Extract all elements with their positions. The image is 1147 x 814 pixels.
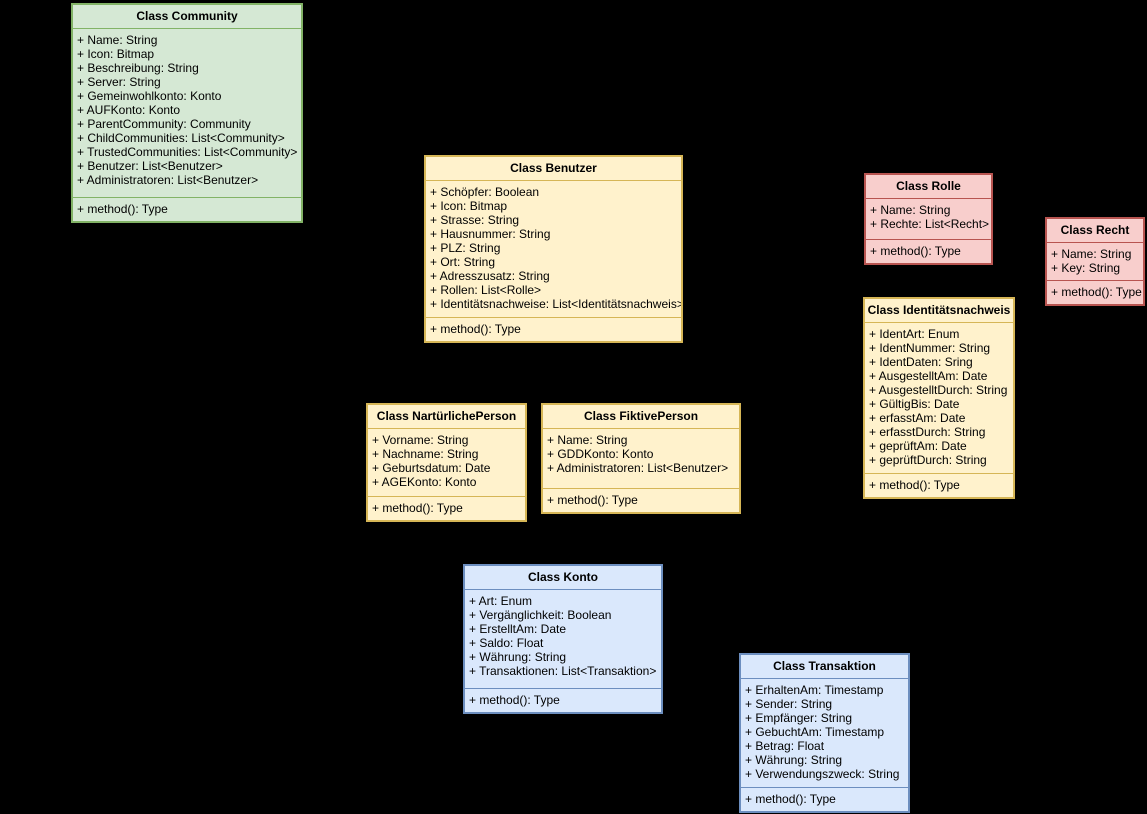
method-row: + method(): Type: [77, 202, 168, 216]
attribute-row: + Empfänger: String: [745, 711, 853, 725]
attribute-row: + Rollen: List<Rolle>: [430, 283, 542, 297]
attribute-row: + AusgestelltDurch: String: [869, 383, 1008, 397]
class-title: Class Benutzer: [426, 157, 681, 181]
class-box-nartuerliche-person[interactable]: Class NartürlichePerson+ Vorname: String…: [366, 403, 527, 522]
attribute-row: + Hausnummer: String: [430, 227, 551, 241]
methods-section: + method(): Type: [741, 787, 908, 811]
class-box-community[interactable]: Class Community+ Name: String+ Icon: Bit…: [71, 3, 303, 223]
attributes-section: + Schöpfer: Boolean+ Icon: Bitmap+ Stras…: [426, 181, 681, 317]
attribute-row: + IdentNummer: String: [869, 341, 991, 355]
attribute-row: + Art: Enum: [469, 594, 533, 608]
attribute-row: + ChildCommunities: List<Community>: [77, 131, 285, 145]
attribute-row: + Saldo: Float: [469, 636, 544, 650]
attribute-row: + erfasstAm: Date: [869, 411, 966, 425]
method-row: + method(): Type: [372, 501, 463, 515]
attribute-row: + Währung: String: [469, 650, 567, 664]
attribute-row: + Beschreibung: String: [77, 61, 199, 75]
attributes-section: + IdentArt: Enum+ IdentNummer: String+ I…: [865, 323, 1013, 473]
attribute-row: + Name: String: [547, 433, 628, 447]
attribute-row: + AUFKonto: Konto: [77, 103, 181, 117]
class-box-rolle[interactable]: Class Rolle+ Name: String+ Rechte: List<…: [864, 173, 993, 265]
method-row: + method(): Type: [547, 493, 638, 507]
class-box-benutzer[interactable]: Class Benutzer+ Schöpfer: Boolean+ Icon:…: [424, 155, 683, 343]
attribute-row: + ErstelltAm: Date: [469, 622, 567, 636]
attribute-row: + ErhaltenAm: Timestamp: [745, 683, 884, 697]
attribute-row: + Währung: String: [745, 753, 843, 767]
attribute-row: + Strasse: String: [430, 213, 520, 227]
methods-section: + method(): Type: [465, 688, 661, 712]
methods-section: + method(): Type: [368, 496, 525, 520]
attribute-row: + Verwendungszweck: String: [745, 767, 900, 781]
attribute-row: + Vorname: String: [372, 433, 469, 447]
attribute-row: + geprüftAm: Date: [869, 439, 967, 453]
attribute-row: + Icon: Bitmap: [77, 47, 155, 61]
class-title: Class Transaktion: [741, 655, 908, 679]
attribute-row: + TrustedCommunities: List<Community>: [77, 145, 298, 159]
attribute-row: + geprüftDurch: String: [869, 453, 987, 467]
attribute-row: + PLZ: String: [430, 241, 501, 255]
class-title: Class NartürlichePerson: [368, 405, 525, 429]
attribute-row: + Betrag: Float: [745, 739, 825, 753]
methods-section: + method(): Type: [73, 197, 301, 221]
method-row: + method(): Type: [745, 792, 836, 806]
class-title: Class FiktivePerson: [543, 405, 739, 429]
attribute-row: + IdentArt: Enum: [869, 327, 960, 341]
methods-section: + method(): Type: [865, 473, 1013, 497]
attributes-section: + ErhaltenAm: Timestamp+ Sender: String+…: [741, 679, 908, 787]
methods-section: + method(): Type: [543, 488, 739, 512]
attribute-row: + GDDKonto: Konto: [547, 447, 654, 461]
methods-section: + method(): Type: [1047, 280, 1143, 304]
attributes-section: + Vorname: String+ Nachname: String+ Geb…: [368, 429, 525, 496]
class-box-konto[interactable]: Class Konto+ Art: Enum+ Vergänglichkeit:…: [463, 564, 663, 714]
attribute-row: + Transaktionen: List<Transaktion>: [469, 664, 657, 678]
attribute-row: + GebuchtAm: Timestamp: [745, 725, 885, 739]
attribute-row: + Key: String: [1051, 261, 1121, 275]
attribute-row: + Vergänglichkeit: Boolean: [469, 608, 612, 622]
method-row: + method(): Type: [430, 322, 521, 336]
class-title: Class Identitätsnachweis: [865, 299, 1013, 323]
class-title: Class Rolle: [866, 175, 991, 199]
attributes-section: + Name: String+ Icon: Bitmap+ Beschreibu…: [73, 29, 301, 197]
attribute-row: + Server: String: [77, 75, 161, 89]
attribute-row: + AGEKonto: Konto: [372, 475, 477, 489]
attributes-section: + Name: String+ GDDKonto: Konto+ Adminis…: [543, 429, 739, 488]
class-box-fiktive-person[interactable]: Class FiktivePerson+ Name: String+ GDDKo…: [541, 403, 741, 514]
attribute-row: + Adresszusatz: String: [430, 269, 550, 283]
attribute-row: + Geburtsdatum: Date: [372, 461, 491, 475]
methods-section: + method(): Type: [866, 239, 991, 263]
attribute-row: + Gemeinwohlkonto: Konto: [77, 89, 222, 103]
attributes-section: + Name: String+ Rechte: List<Recht>: [866, 199, 991, 239]
attribute-row: + Name: String: [870, 203, 951, 217]
attribute-row: + Nachname: String: [372, 447, 479, 461]
class-box-transaktion[interactable]: Class Transaktion+ ErhaltenAm: Timestamp…: [739, 653, 910, 813]
attribute-row: + Schöpfer: Boolean: [430, 185, 540, 199]
methods-section: + method(): Type: [426, 317, 681, 341]
attribute-row: + Ort: String: [430, 255, 496, 269]
attribute-row: + Administratoren: List<Benutzer>: [77, 173, 259, 187]
attribute-row: + Identitätsnachweise: List<Identitätsna…: [430, 297, 681, 311]
attributes-section: + Art: Enum+ Vergänglichkeit: Boolean+ E…: [465, 590, 661, 688]
class-title: Class Community: [73, 5, 301, 29]
attribute-row: + Name: String: [1051, 247, 1132, 261]
attributes-section: + Name: String+ Key: String: [1047, 243, 1143, 280]
method-row: + method(): Type: [1051, 285, 1142, 299]
attribute-row: + Icon: Bitmap: [430, 199, 508, 213]
attribute-row: + GültigBis: Date: [869, 397, 960, 411]
attribute-row: + erfasstDurch: String: [869, 425, 986, 439]
attribute-row: + AusgestelltAm: Date: [869, 369, 988, 383]
attribute-row: + IdentDaten: Sring: [869, 355, 973, 369]
method-row: + method(): Type: [870, 244, 961, 258]
attribute-row: + Administratoren: List<Benutzer>: [547, 461, 729, 475]
class-title: Class Konto: [465, 566, 661, 590]
attribute-row: + Name: String: [77, 33, 158, 47]
attribute-row: + Rechte: List<Recht>: [870, 217, 990, 231]
attribute-row: + ParentCommunity: Community: [77, 117, 251, 131]
class-title: Class Recht: [1047, 219, 1143, 243]
attribute-row: + Sender: String: [745, 697, 833, 711]
method-row: + method(): Type: [869, 478, 960, 492]
class-box-recht[interactable]: Class Recht+ Name: String+ Key: String+ …: [1045, 217, 1145, 306]
method-row: + method(): Type: [469, 693, 560, 707]
class-box-identitaetsnachweis[interactable]: Class Identitätsnachweis+ IdentArt: Enum…: [863, 297, 1015, 499]
attribute-row: + Benutzer: List<Benutzer>: [77, 159, 223, 173]
